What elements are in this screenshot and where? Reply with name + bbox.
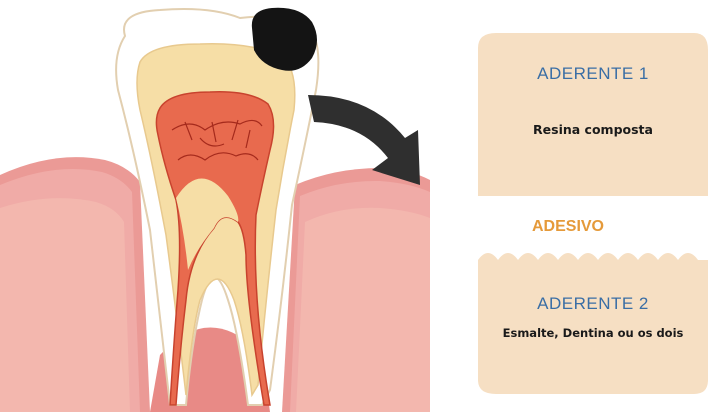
adhesive-label: ADESIVO bbox=[478, 218, 658, 236]
adherend-1-title: ADERENTE 1 bbox=[478, 64, 708, 84]
adhesive-wavy-edge bbox=[478, 253, 708, 394]
adherend-2-material: Esmalte, Dentina ou os dois bbox=[478, 326, 708, 340]
adherend-2-title: ADERENTE 2 bbox=[478, 294, 708, 314]
adherend-1-material: Resina composta bbox=[478, 122, 708, 137]
